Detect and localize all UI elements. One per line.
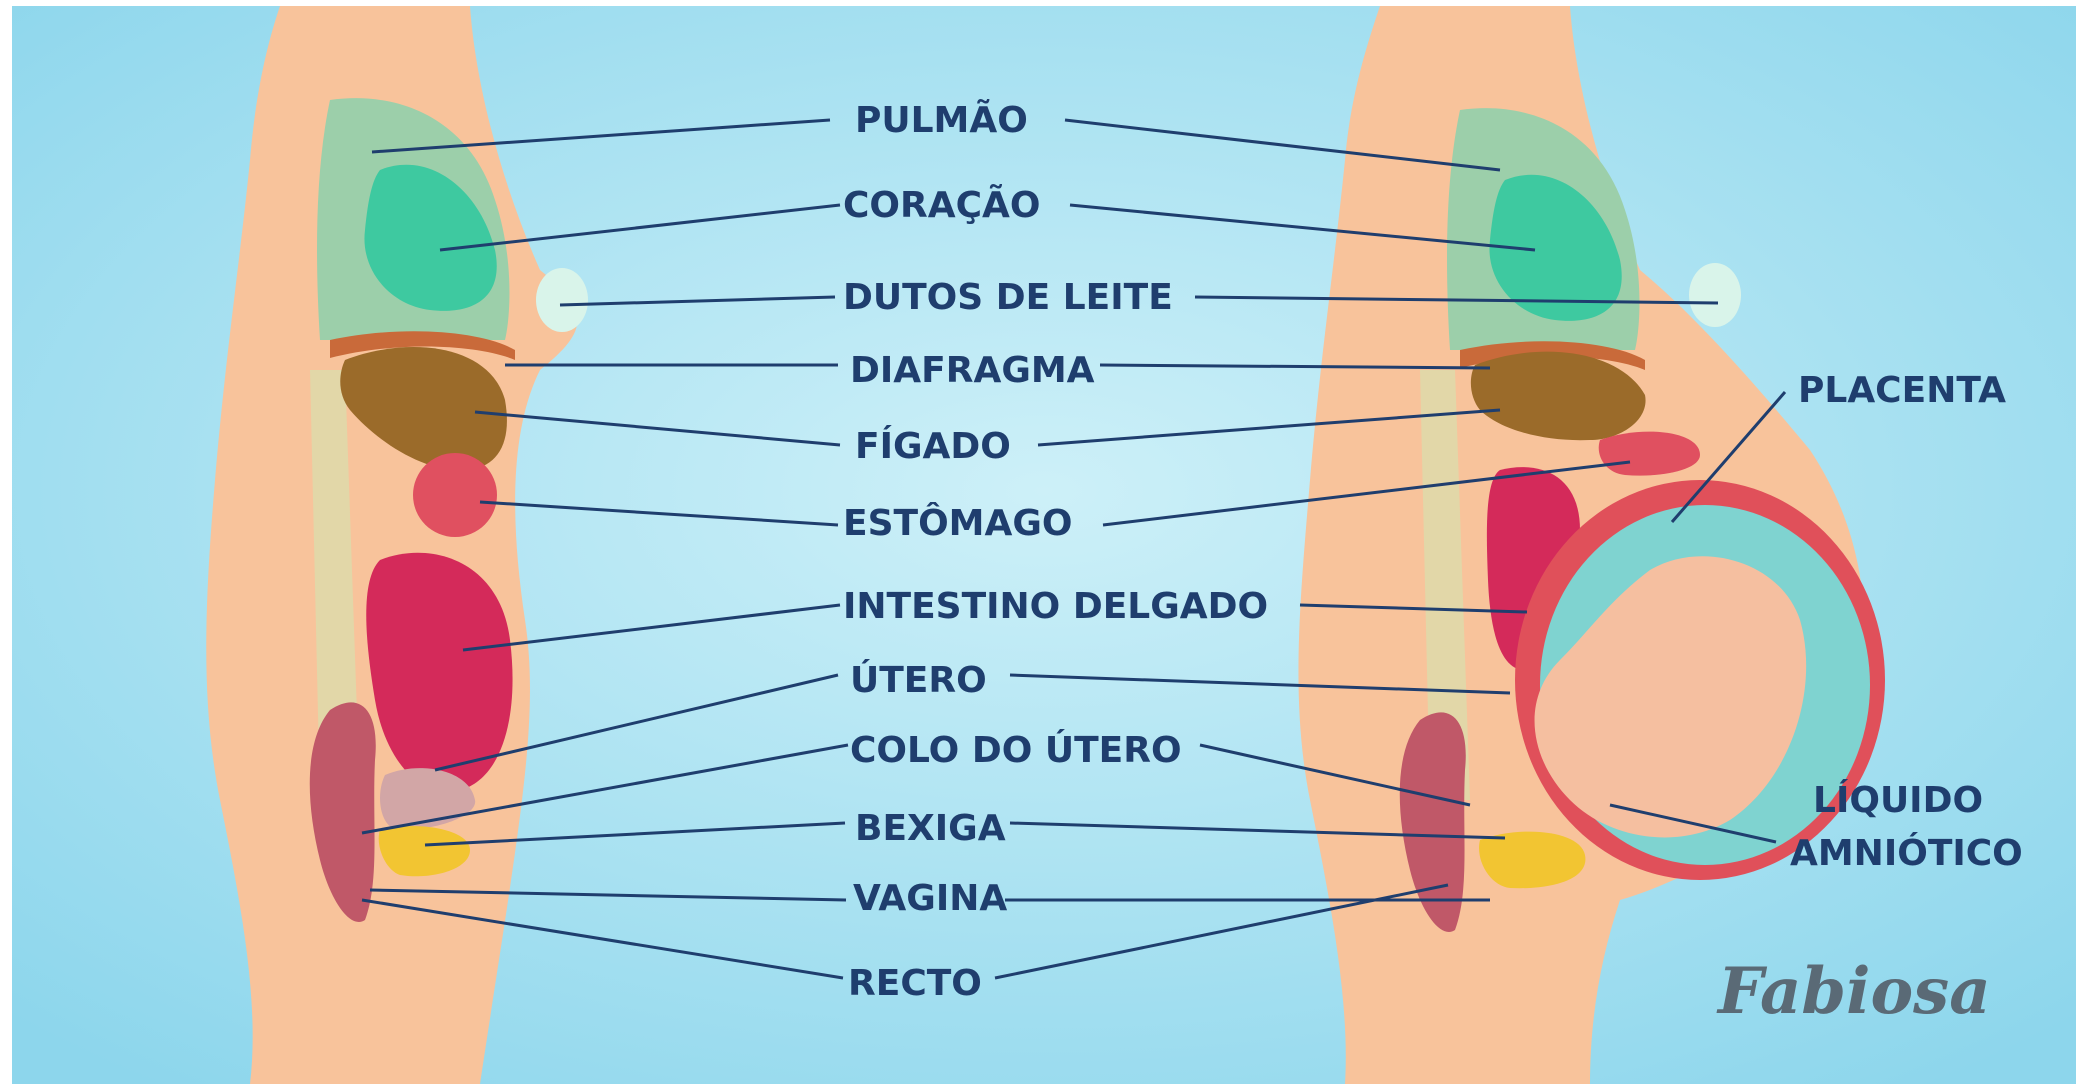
label-placenta: PLACENTA — [1798, 370, 2006, 411]
milk-ducts-right — [1689, 263, 1741, 327]
label-diafragma: DIAFRAGMA — [850, 350, 1095, 391]
label-estomago: ESTÔMAGO — [843, 502, 1073, 544]
label-pulmao: PULMÃO — [855, 99, 1028, 141]
label-utero: ÚTERO — [850, 659, 987, 701]
window-edge — [0, 0, 12, 1084]
milk-ducts-left — [536, 268, 588, 332]
label-colo-do-utero: COLO DO ÚTERO — [850, 729, 1182, 771]
label-liquido-line2: AMNIÓTICO — [1790, 832, 2023, 874]
fabiosa-logo: Fabiosa — [1716, 954, 1991, 1029]
label-vagina: VAGINA — [853, 878, 1007, 919]
stomach-left — [413, 453, 497, 537]
label-figado: FÍGADO — [855, 425, 1011, 467]
label-dutos-de-leite: DUTOS DE LEITE — [843, 277, 1173, 318]
label-liquido-line1: LÍQUIDO — [1813, 779, 1983, 821]
label-intestino-delgado: INTESTINO DELGADO — [843, 586, 1268, 627]
label-recto: RECTO — [848, 963, 982, 1004]
label-coracao: CORAÇÃO — [843, 184, 1041, 226]
label-bexiga: BEXIGA — [855, 808, 1006, 849]
